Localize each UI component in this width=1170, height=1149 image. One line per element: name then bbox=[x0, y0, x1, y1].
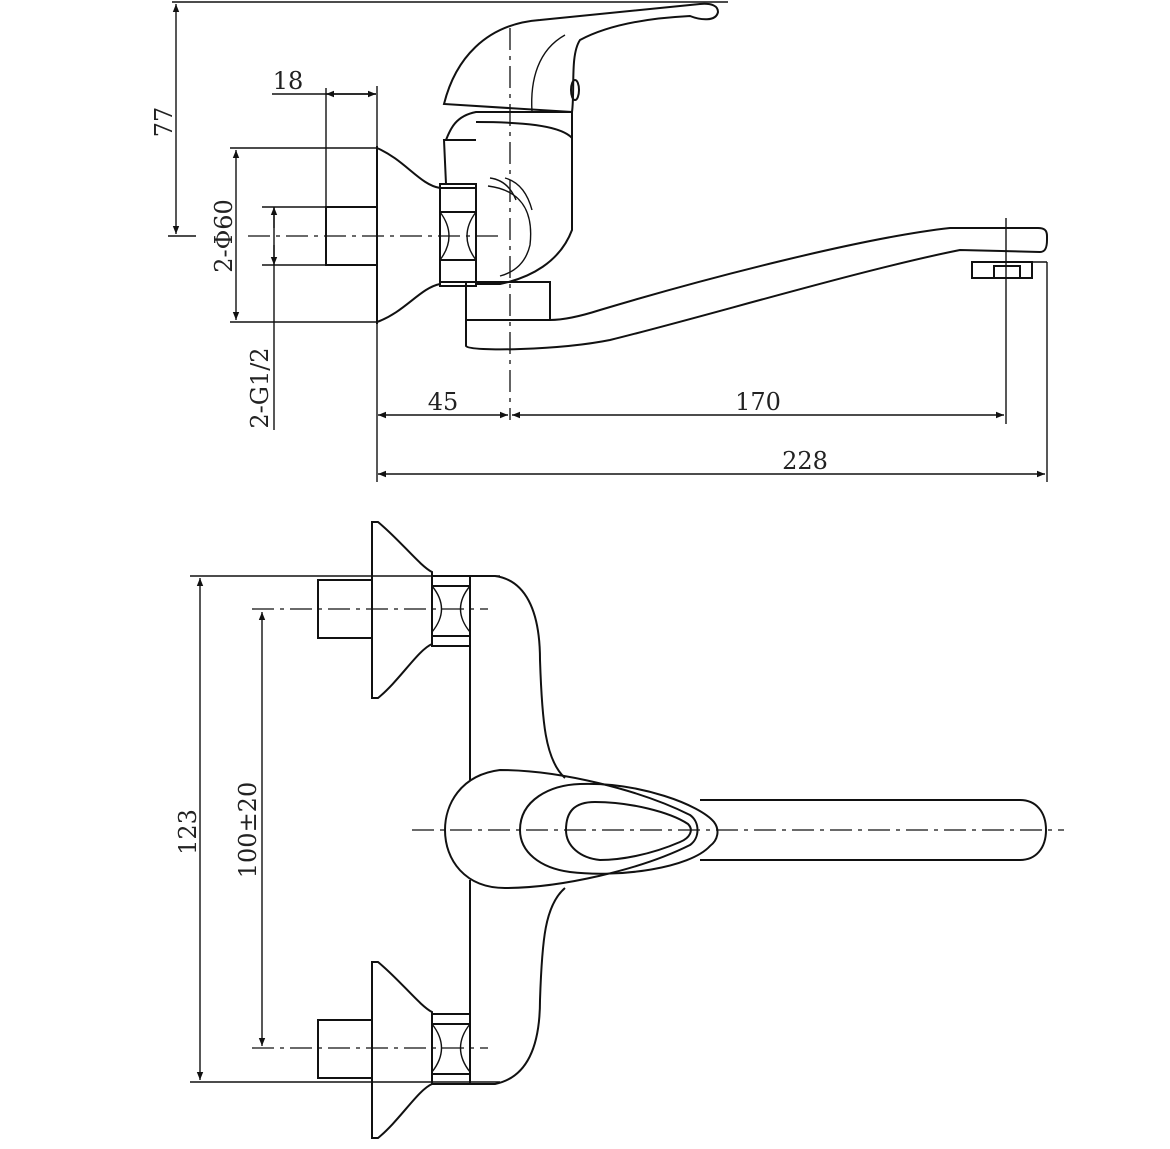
lever-handle bbox=[442, 2, 720, 114]
spout-top bbox=[700, 799, 1048, 861]
top-view: 123 100±20 bbox=[174, 521, 1064, 1139]
dimension-228: 228 bbox=[378, 447, 1045, 478]
body-swoosh-2 bbox=[489, 177, 517, 201]
dim-label-170: 170 bbox=[735, 388, 781, 416]
dim-label-228: 228 bbox=[782, 447, 828, 475]
dimension-2-g1-2: 2-G1/2 bbox=[246, 206, 326, 430]
mixer-body-top bbox=[445, 111, 573, 141]
lever-top-inner bbox=[564, 800, 692, 862]
side-view: 77 18 2-Φ60 2-G1/2 bbox=[150, 1, 1048, 482]
dim-label-77: 77 bbox=[150, 107, 178, 138]
dim-label-100-20: 100±20 bbox=[234, 782, 262, 878]
wall-flange bbox=[376, 146, 441, 324]
spout-aerator bbox=[971, 261, 1047, 279]
dim-label-2-phi60: 2-Φ60 bbox=[210, 199, 238, 273]
dim-label-45: 45 bbox=[428, 388, 459, 416]
mixer-top-body bbox=[443, 768, 699, 890]
lever-inner-curve bbox=[531, 34, 566, 113]
dimension-123: 123 bbox=[174, 575, 500, 1083]
spout bbox=[465, 227, 1048, 351]
hex-nut bbox=[439, 183, 477, 287]
mixer-body bbox=[442, 121, 573, 285]
base-collar bbox=[465, 281, 551, 321]
body-swoosh-1 bbox=[504, 177, 533, 211]
lower-inlet bbox=[252, 961, 488, 1139]
upper-inlet bbox=[252, 521, 488, 699]
dimension-100-20: 100±20 bbox=[234, 612, 266, 1046]
dim-label-18: 18 bbox=[273, 67, 304, 95]
dimension-77: 77 bbox=[150, 4, 196, 237]
dimension-2-phi60: 2-Φ60 bbox=[210, 147, 376, 323]
lever-top-outer bbox=[518, 782, 719, 875]
dim-label-123: 123 bbox=[174, 809, 202, 855]
lever-knob bbox=[570, 79, 580, 101]
lower-arm bbox=[470, 887, 566, 1085]
upper-arm bbox=[470, 575, 566, 779]
dimension-18: 18 bbox=[272, 67, 378, 206]
dimension-45-170: 45 170 bbox=[378, 388, 1004, 419]
dim-label-2-g1-2: 2-G1/2 bbox=[246, 347, 274, 428]
body-inner-curve bbox=[487, 185, 532, 277]
